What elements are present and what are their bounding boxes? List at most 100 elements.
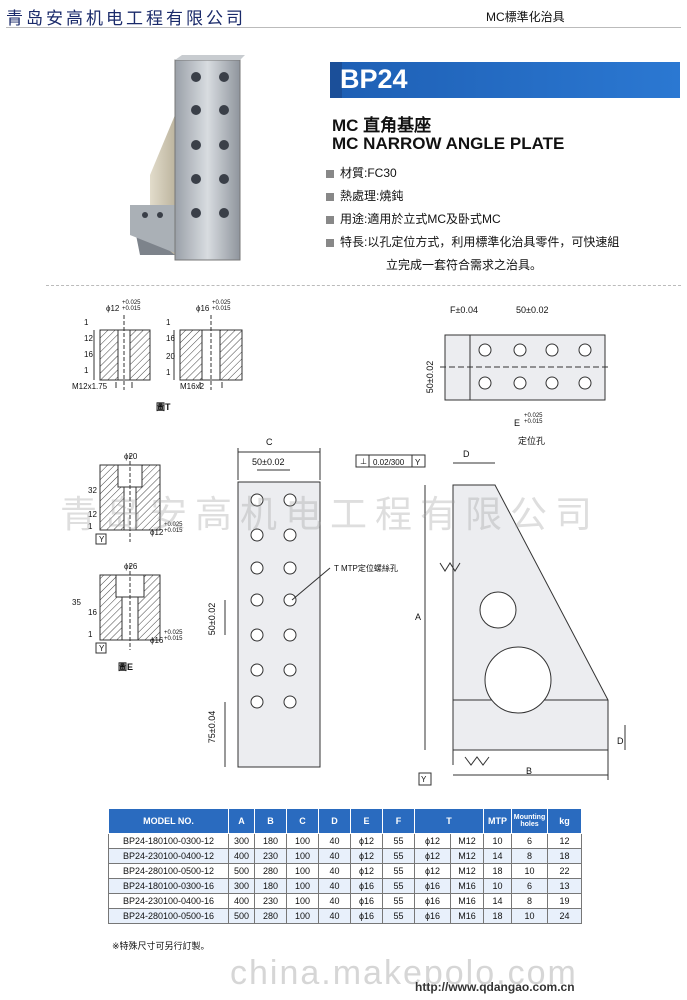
side-perp: ⊥ [360, 457, 367, 466]
cell: 55 [382, 833, 415, 849]
side-d2: D [617, 736, 624, 746]
cell: 40 [318, 863, 351, 879]
t1-dim-1: 1 [84, 318, 89, 327]
cell: ϕ12 [414, 848, 451, 864]
t2-dim-16: 16 [166, 334, 175, 343]
t2-dim-20: 20 [166, 352, 175, 361]
cell: 400 [228, 893, 255, 909]
cell: 100 [286, 833, 319, 849]
top-side: 50±0.02 [425, 360, 436, 394]
e2-phi: ϕ16 [150, 636, 164, 645]
bullet-icon [326, 215, 334, 224]
col-header: E [350, 808, 383, 834]
cell: BP24-230100-0400-12 [108, 848, 229, 864]
t2-phi: ϕ16 [196, 304, 210, 313]
product-name-cn: MC 直角基座 [332, 116, 432, 135]
cell: 100 [286, 863, 319, 879]
figure-e-drawing [95, 455, 161, 654]
cell: 300 [228, 878, 255, 894]
front-c: C [266, 437, 273, 447]
cell: M16 [450, 908, 484, 924]
front-75: 75±0.04 [207, 710, 218, 744]
bullet-icon [326, 238, 334, 247]
cell: 40 [318, 848, 351, 864]
side-a: A [415, 612, 422, 622]
cell: 40 [318, 908, 351, 924]
spec-feature: 特長:以孔定位方式，利用標準化治具零件，可快速組 [326, 233, 619, 250]
e1-top: ϕ20 [124, 452, 138, 461]
e1-dim-12: 12 [88, 510, 97, 519]
cell: M12 [450, 863, 484, 879]
cell: 18 [483, 908, 512, 924]
col-header: MODEL NO. [108, 808, 229, 834]
top-f: F±0.04 [450, 305, 478, 315]
col-header: A [228, 808, 255, 834]
spec-heat: 熱處理:燒鈍 [326, 187, 403, 204]
cell: BP24-180100-0300-16 [108, 878, 229, 894]
cell: ϕ16 [414, 893, 451, 909]
top-e: E [514, 418, 521, 428]
side-d: D [463, 449, 470, 459]
figure-t-drawing [93, 315, 243, 390]
watermark-site: china.makepolo.com [230, 954, 578, 992]
col-header: T [414, 808, 484, 834]
cell: 10 [511, 908, 548, 924]
cell: M12 [450, 833, 484, 849]
e1-dim-1: 1 [88, 522, 93, 531]
cell: 10 [483, 833, 512, 849]
top-hole-label: 定位孔 [518, 436, 546, 446]
product-photo [130, 55, 245, 261]
cell: 6 [511, 833, 548, 849]
cell: 100 [286, 908, 319, 924]
front-tmtp: T MTP定位螺絲孔 [334, 564, 398, 573]
product-code: BP24 [340, 64, 408, 94]
cell: 10 [511, 863, 548, 879]
t2-thread: M16x2 [180, 382, 205, 391]
front-50: 50±0.02 [252, 457, 285, 467]
col-header: D [318, 808, 351, 834]
cell: 8 [511, 893, 548, 909]
cell: 40 [318, 833, 351, 849]
cell: 55 [382, 893, 415, 909]
header-divider [6, 27, 681, 28]
cell: 22 [547, 863, 582, 879]
top-e-tol: +0.025 +0.015 [524, 413, 543, 425]
side-view-drawing [355, 454, 626, 786]
watermark-company: 青岛安高机电工程有限公司 [60, 493, 600, 536]
e1-phi: ϕ12 [150, 528, 164, 537]
cell: 14 [483, 848, 512, 864]
cell: 280 [254, 908, 287, 924]
spec-feature-cont: 立完成一套符合需求之治具。 [386, 258, 543, 272]
figure-e-label: 圖E [118, 662, 134, 672]
side-b: B [526, 766, 533, 776]
col-header: C [286, 808, 319, 834]
cell: ϕ16 [350, 878, 383, 894]
e1-dim-32: 32 [88, 486, 97, 495]
cell: 100 [286, 848, 319, 864]
category-label: MC標準化治具 [486, 10, 565, 24]
cell: 500 [228, 863, 255, 879]
top-50: 50±0.02 [516, 305, 549, 315]
col-header: B [254, 808, 287, 834]
spec-table: MODEL NO. A B C D E F T MTP Mounting hol… [108, 808, 582, 924]
figure-t-label: 圖T [156, 402, 171, 412]
cell: 55 [382, 908, 415, 924]
cell: ϕ16 [414, 908, 451, 924]
side-y: Y [415, 458, 421, 467]
e2-y: Y [99, 644, 105, 653]
t1-dim-1b: 1 [84, 366, 89, 375]
t1-thread: M12x1.75 [72, 382, 108, 391]
cell: ϕ16 [350, 908, 383, 924]
company-name: 青岛安高机电工程有限公司 [6, 9, 246, 29]
cell: 55 [382, 863, 415, 879]
product-code-bar [330, 62, 680, 98]
cell: 10 [483, 878, 512, 894]
cell: 18 [483, 863, 512, 879]
e1-y: Y [99, 535, 105, 544]
cell: 500 [228, 908, 255, 924]
